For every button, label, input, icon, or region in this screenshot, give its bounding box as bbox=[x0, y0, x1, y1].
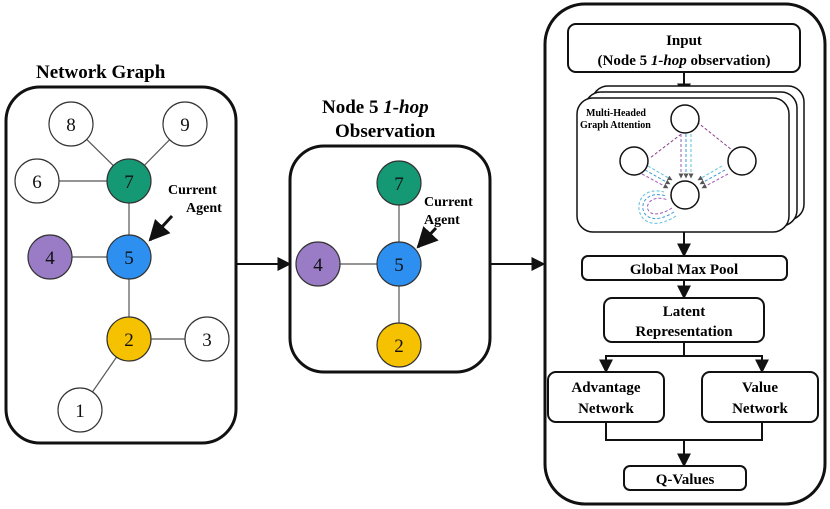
arrow-advantage-to-q bbox=[605, 422, 691, 468]
network-graph-panel: Network Graph 8 9 6 7 4 5 2 3 1 Current Agent bbox=[4, 62, 238, 445]
ng-node-3 bbox=[184, 316, 230, 362]
attention-mini-graph bbox=[619, 104, 757, 224]
ng-node-label-8: 8 bbox=[66, 115, 76, 136]
ng-node-1 bbox=[57, 387, 103, 433]
ng-node-label-5: 5 bbox=[124, 248, 134, 269]
ng-node-8 bbox=[48, 101, 94, 147]
value-network-box bbox=[701, 371, 819, 423]
input-label-line2: (Node 5 1-hop observation) bbox=[598, 53, 771, 69]
ng-node-6 bbox=[14, 158, 60, 204]
latent-label-line2: Representation bbox=[635, 324, 733, 340]
ng-node-7 bbox=[106, 158, 152, 204]
network-graph-frame bbox=[4, 85, 238, 445]
ng-node-9 bbox=[162, 101, 208, 147]
observation-title-prefix: Node 5 bbox=[322, 97, 383, 118]
observation-title-line2: Observation bbox=[335, 121, 436, 142]
attention-node-left bbox=[619, 146, 649, 176]
network-graph-title: Network Graph bbox=[36, 62, 166, 83]
q-values-box bbox=[623, 465, 747, 491]
obs-current-agent-label-line1: Current bbox=[424, 195, 473, 210]
ng-node-2 bbox=[106, 316, 152, 362]
global-max-pool-label: Global Max Pool bbox=[630, 262, 738, 278]
network-graph-nodes: 8 9 6 7 4 5 2 3 1 bbox=[14, 101, 230, 433]
q-values-label: Q-Values bbox=[656, 472, 715, 488]
ob-node-label-7: 7 bbox=[394, 174, 404, 195]
obs-current-agent-arrow bbox=[416, 226, 439, 249]
value-label-line1: Value bbox=[742, 380, 778, 396]
observation-title-line1: Node 5 1-hop bbox=[322, 97, 429, 118]
model-panel: Input (Node 5 1-hop observation) Multi-H… bbox=[543, 2, 827, 506]
ob-node-5 bbox=[376, 241, 422, 287]
observation-title-italic: 1-hop bbox=[383, 97, 428, 118]
ng-node-label-9: 9 bbox=[180, 115, 190, 136]
ng-node-label-1: 1 bbox=[75, 401, 85, 422]
model-frame bbox=[543, 2, 827, 506]
observation-panel: Node 5 1-hop Observation 7 4 5 2 Current Ag… bbox=[288, 97, 492, 374]
attention-node-center bbox=[670, 180, 700, 210]
ob-node-label-5: 5 bbox=[394, 255, 404, 276]
attention-node-right bbox=[727, 146, 757, 176]
advantage-label-line2: Network bbox=[578, 401, 634, 417]
ng-node-label-2: 2 bbox=[124, 330, 134, 351]
attention-label-line2: Graph Attention bbox=[580, 120, 651, 131]
observation-nodes: 7 4 5 2 bbox=[295, 160, 422, 368]
current-agent-label-line2: Agent bbox=[186, 201, 222, 216]
ng-node-5 bbox=[106, 234, 152, 280]
ng-node-label-6: 6 bbox=[32, 172, 42, 193]
ob-node-label-4: 4 bbox=[313, 255, 323, 276]
ob-node-4 bbox=[295, 241, 341, 287]
arrow-value-to-q bbox=[684, 422, 763, 441]
ng-node-label-4: 4 bbox=[45, 248, 55, 269]
ng-node-label-3: 3 bbox=[202, 330, 212, 351]
ng-node-4 bbox=[27, 234, 73, 280]
arrow-latent-to-advantage bbox=[599, 342, 685, 374]
current-agent-label-line1: Current bbox=[168, 183, 217, 198]
advantage-label-line1: Advantage bbox=[571, 380, 641, 396]
input-label-line1: Input bbox=[666, 33, 702, 49]
attention-node-top bbox=[670, 104, 700, 134]
obs-current-agent-label-line2: Agent bbox=[424, 213, 460, 228]
ob-node-7 bbox=[376, 160, 422, 206]
ng-node-label-7: 7 bbox=[124, 172, 134, 193]
ob-node-2 bbox=[376, 322, 422, 368]
latent-label-line1: Latent bbox=[663, 304, 706, 320]
ob-node-label-2: 2 bbox=[394, 336, 404, 357]
attention-label-line1: Multi-Headed bbox=[586, 108, 646, 119]
current-agent-arrow bbox=[148, 214, 174, 242]
value-label-line2: Network bbox=[732, 401, 788, 417]
observation-frame bbox=[288, 144, 492, 374]
arrow-latent-to-value bbox=[684, 355, 769, 374]
